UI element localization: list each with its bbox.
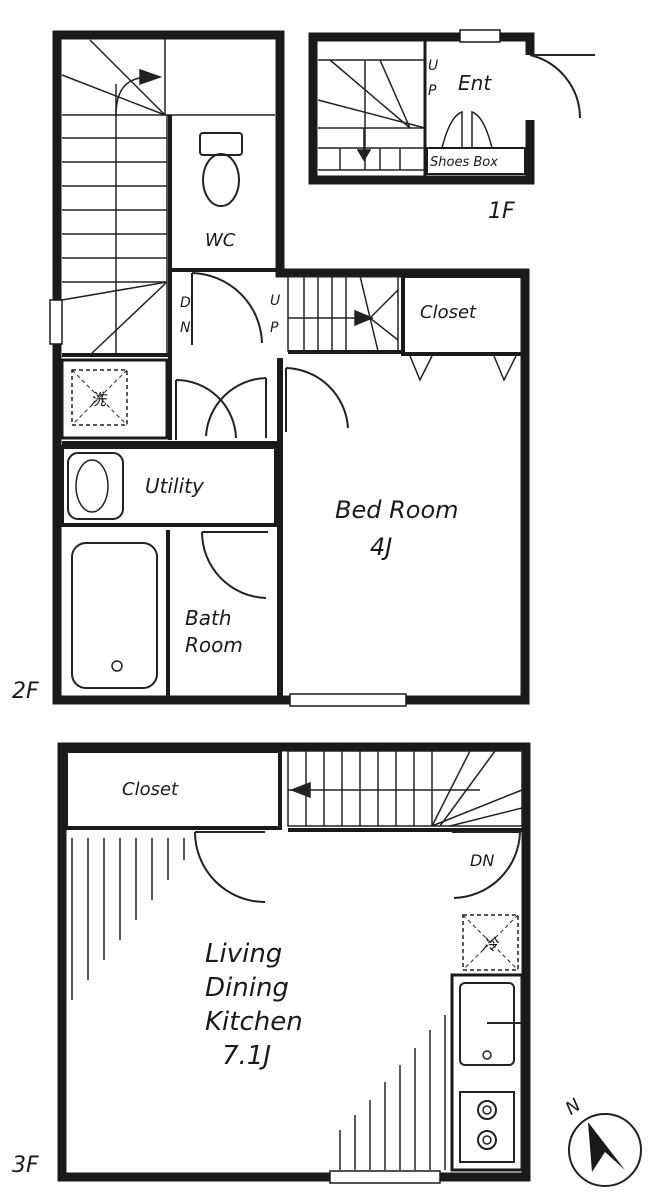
- f3-outer-wall: [57, 742, 531, 1182]
- bathtub: [71, 542, 158, 689]
- f2-stair-up-u: U: [270, 293, 280, 309]
- f1-stair-up-label: U: [428, 58, 438, 74]
- entry-door-gap: [524, 55, 536, 120]
- bath-label-2: Room: [185, 633, 243, 657]
- floor-1: U P Shoes Box Ent 1F: [308, 29, 595, 224]
- floor-2-label: 2F: [12, 679, 39, 704]
- f3-closet-label: Closet: [122, 779, 179, 800]
- washer-x2: [71, 369, 128, 426]
- f3-stair-dn: DN: [470, 851, 494, 870]
- wc-door: [191, 272, 263, 345]
- shoes-box: [426, 147, 526, 175]
- f1-window-top: [459, 29, 501, 43]
- floor-1-label: 1F: [488, 199, 515, 224]
- toilet-bowl: [202, 153, 240, 207]
- entry-door: [529, 54, 595, 119]
- utility-basin: [75, 459, 109, 513]
- bath-drain: [111, 660, 123, 672]
- utility-sink: [67, 452, 124, 520]
- ldk-label-3: Kitchen: [205, 1007, 303, 1037]
- ldk-label-1: Living: [205, 939, 282, 969]
- burner-1: [477, 1100, 497, 1120]
- floor-3: Closet DN Living Dining Kitchen 7.1J: [12, 742, 531, 1184]
- bath-door: [201, 531, 268, 599]
- f2-hall-doors: [175, 377, 267, 440]
- bath-label-1: Bath: [185, 606, 232, 630]
- washer-area: [60, 358, 169, 440]
- f3-stair-door: [452, 831, 521, 899]
- bedroom-label: Bed Room: [335, 496, 459, 524]
- f2-window-left: [49, 299, 63, 345]
- shoes-box-label: Shoes Box: [430, 155, 498, 170]
- fridge-space: [462, 914, 519, 971]
- wc-label: WC: [205, 230, 236, 251]
- toilet-tank: [199, 132, 243, 156]
- burner-2: [477, 1130, 497, 1150]
- bedroom-door: [285, 367, 349, 432]
- ldk-size: 7.1J: [222, 1041, 271, 1071]
- burner-2-inner: [482, 1135, 492, 1145]
- sink-drain: [482, 1050, 492, 1060]
- compass-icon: N: [562, 1095, 642, 1187]
- washer-label: 洗: [90, 390, 108, 409]
- f1-stairs: [317, 59, 426, 171]
- f3-closet: [64, 749, 282, 830]
- ldk-slope-hatch-left: [71, 838, 185, 1000]
- f3-closet-door: [194, 831, 266, 903]
- ldk-slope-hatch-right: [339, 1015, 446, 1170]
- bedroom-size: 4J: [370, 533, 392, 561]
- kitchen-counter: [450, 973, 524, 1172]
- washer: [71, 369, 128, 426]
- shoes-box-doors: [441, 110, 493, 149]
- f2-outer-wall: [52, 30, 530, 705]
- stove: [459, 1091, 515, 1163]
- f1-stair-up-label-2: P: [428, 83, 437, 99]
- f2-closet-label: Closet: [420, 302, 477, 323]
- entrance-label: Ent: [458, 71, 492, 95]
- f2-stair-dn-n: N: [180, 320, 191, 336]
- utility-room: [60, 445, 278, 527]
- f2-window-bottom: [289, 693, 407, 707]
- f3-stairs: [287, 750, 523, 827]
- floor-2: WC D N U P Closet 洗: [12, 30, 530, 707]
- fridge-label: 冷: [482, 935, 500, 954]
- f2-closet: [401, 274, 525, 356]
- compass-north-label: N: [562, 1095, 585, 1120]
- f2-closet-doors: [409, 355, 517, 382]
- fridge-x2: [462, 914, 519, 971]
- floor-3-label: 3F: [12, 1153, 39, 1178]
- ldk-label-2: Dining: [205, 973, 289, 1003]
- f2-stairs-main: [61, 38, 275, 356]
- f3-window-bottom: [329, 1170, 441, 1184]
- f2-stair-up-p: P: [270, 320, 279, 336]
- utility-label: Utility: [145, 474, 205, 498]
- f2-stair-dn-d: D: [180, 295, 191, 311]
- f2-stairs-up: [287, 275, 399, 352]
- burner-1-inner: [482, 1105, 492, 1115]
